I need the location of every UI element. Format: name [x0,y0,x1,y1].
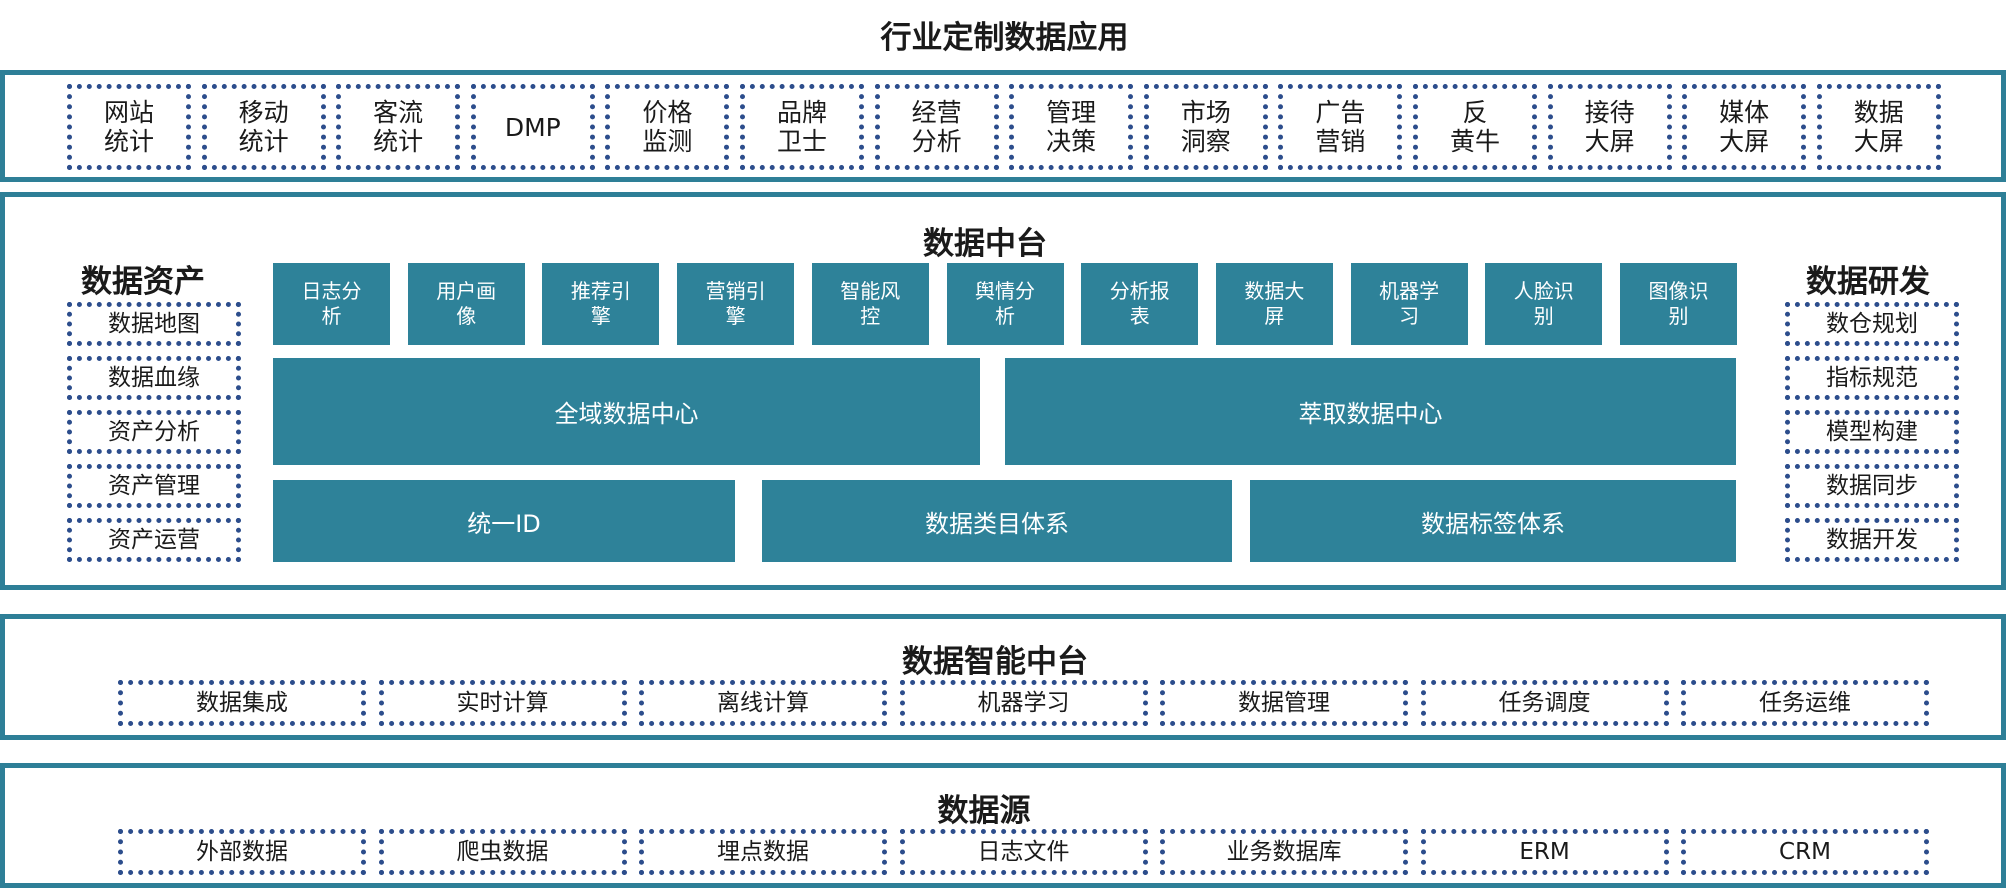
data-asset-item: 数据血缘 [67,356,241,400]
data-rnd-title: 数据研发 [1806,264,1930,300]
industry-app-item: DMP [470,84,595,170]
intelligence-item: 任务运维 [1681,680,1929,726]
data-platform-title: 数据中台 [923,226,1047,262]
platform-app-block: 用户画 像 [407,263,525,345]
industry-app-item: 数据 大屏 [1816,84,1941,170]
platform-app-block: 图像识 别 [1620,263,1737,345]
data-source-item: 业务数据库 [1160,829,1408,875]
platform-app-block: 人脸识 别 [1485,263,1603,345]
industry-app-item: 网站 统计 [67,84,191,170]
data-source-item: ERM [1420,829,1669,875]
industry-app-item: 市场 洞察 [1143,84,1268,170]
industry-app-item: 移动 统计 [201,84,326,170]
intelligence-item: 机器学习 [899,680,1148,726]
data-rnd-item: 模型构建 [1785,410,1959,454]
intelligence-item: 数据管理 [1160,680,1408,726]
industry-app-item: 接待 大屏 [1547,84,1672,170]
data-asset-item: 资产运营 [67,518,241,562]
data-asset-item: 数据地图 [67,302,241,346]
industry-app-item: 客流 统计 [336,84,461,170]
industry-apps-title: 行业定制数据应用 [880,20,1129,56]
data-sources-title: 数据源 [937,793,1031,829]
intelligence-item: 任务调度 [1420,680,1669,726]
industry-app-item: 管理 决策 [1009,84,1134,170]
industry-app-item: 媒体 大屏 [1682,84,1807,170]
platform-app-block: 日志分 析 [273,263,390,345]
industry-app-item: 价格 监测 [605,84,730,170]
data-rnd-item: 数仓规划 [1785,302,1959,346]
data-category-system-block: 数据类目体系 [762,480,1232,562]
platform-app-block: 机器学 习 [1350,263,1468,345]
intelligence-item: 离线计算 [639,680,887,726]
data-source-item: 爬虫数据 [378,829,627,875]
platform-app-block: 舆情分 析 [946,263,1064,345]
unified-id-block: 统一ID [273,480,735,562]
global-data-center-block: 全域数据中心 [273,358,980,465]
industry-app-item: 反 黄牛 [1413,84,1537,170]
data-assets-title: 数据资产 [81,264,205,300]
data-rnd-item: 数据同步 [1785,464,1959,508]
intelligence-item: 实时计算 [378,680,627,726]
platform-app-block: 推荐引 擎 [542,263,660,345]
data-asset-item: 资产管理 [67,464,241,508]
data-rnd-item: 数据开发 [1785,518,1959,562]
data-source-item: 埋点数据 [639,829,887,875]
platform-app-block: 分析报 表 [1081,263,1199,345]
data-tag-system-block: 数据标签体系 [1250,480,1736,562]
industry-apps-frame [0,70,2006,182]
data-asset-item: 资产分析 [67,410,241,454]
intelligence-platform-title: 数据智能中台 [902,644,1088,680]
data-source-item: CRM [1681,829,1929,875]
industry-app-item: 经营 分析 [874,84,999,170]
industry-app-item: 品牌 卫士 [740,84,864,170]
industry-app-item: 广告 营销 [1278,84,1403,170]
extracted-data-center-block: 萃取数据中心 [1005,358,1736,465]
data-source-item: 日志文件 [899,829,1148,875]
platform-app-block: 智能风 控 [811,263,929,345]
platform-app-block: 数据大 屏 [1215,263,1333,345]
platform-app-block: 营销引 擎 [677,263,795,345]
data-source-item: 外部数据 [118,829,366,875]
intelligence-item: 数据集成 [118,680,366,726]
data-rnd-item: 指标规范 [1785,356,1959,400]
